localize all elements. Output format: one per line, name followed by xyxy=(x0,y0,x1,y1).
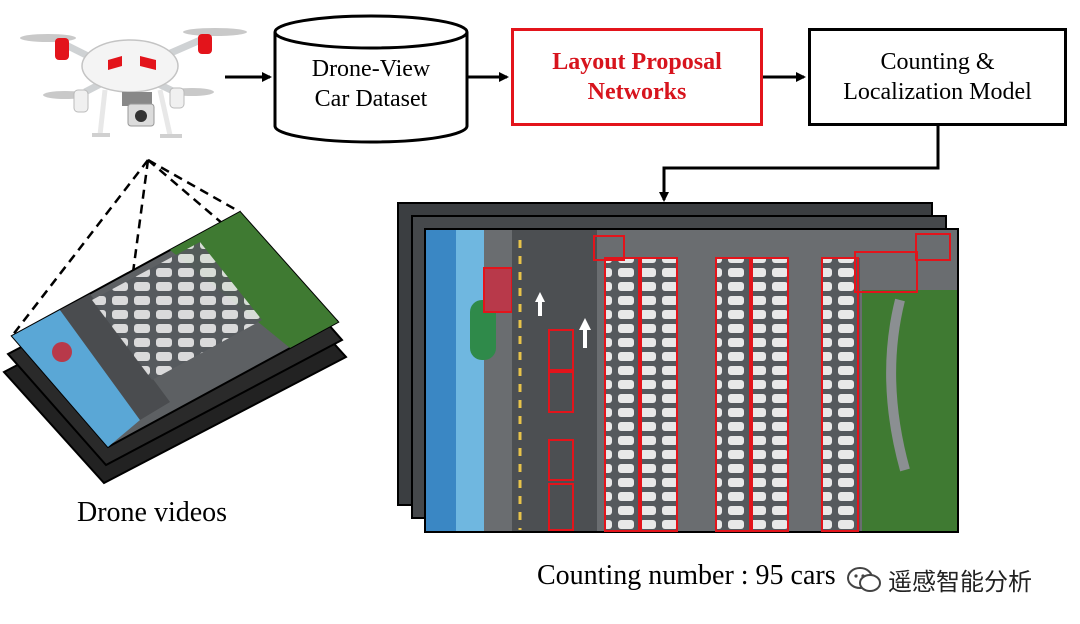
drone-video-frames xyxy=(2,210,348,485)
watermark: 遥感智能分析 xyxy=(842,560,1036,599)
dataset-label-line1: Drone-View xyxy=(311,56,431,82)
result-image-stack xyxy=(397,202,959,533)
watermark-text: 遥感智能分析 xyxy=(888,568,1032,596)
dataset-cylinder xyxy=(273,14,469,144)
counting-label-line2: Localization Model xyxy=(843,79,1032,105)
aerial-frame-front xyxy=(10,210,340,449)
wechat-icon xyxy=(847,566,881,592)
proposal-label-line1: Layout Proposal xyxy=(552,49,722,75)
proposal-label-line2: Networks xyxy=(587,79,687,105)
counting-label-line1: Counting & xyxy=(880,49,995,75)
dataset-label-line2: Car Dataset xyxy=(314,86,428,112)
arrow-counting-to-results xyxy=(659,126,940,202)
counting-localization-box: Counting & Localization Model xyxy=(808,28,1067,126)
counting-result-caption: Counting number : 95 cars xyxy=(537,560,836,591)
drone-icon xyxy=(20,28,247,138)
layout-proposal-box: Layout Proposal Networks xyxy=(511,28,763,126)
dataset-label: Drone-View Car Dataset xyxy=(279,50,463,118)
aerial-result-front xyxy=(424,228,959,533)
drone-videos-caption: Drone videos xyxy=(77,497,228,528)
